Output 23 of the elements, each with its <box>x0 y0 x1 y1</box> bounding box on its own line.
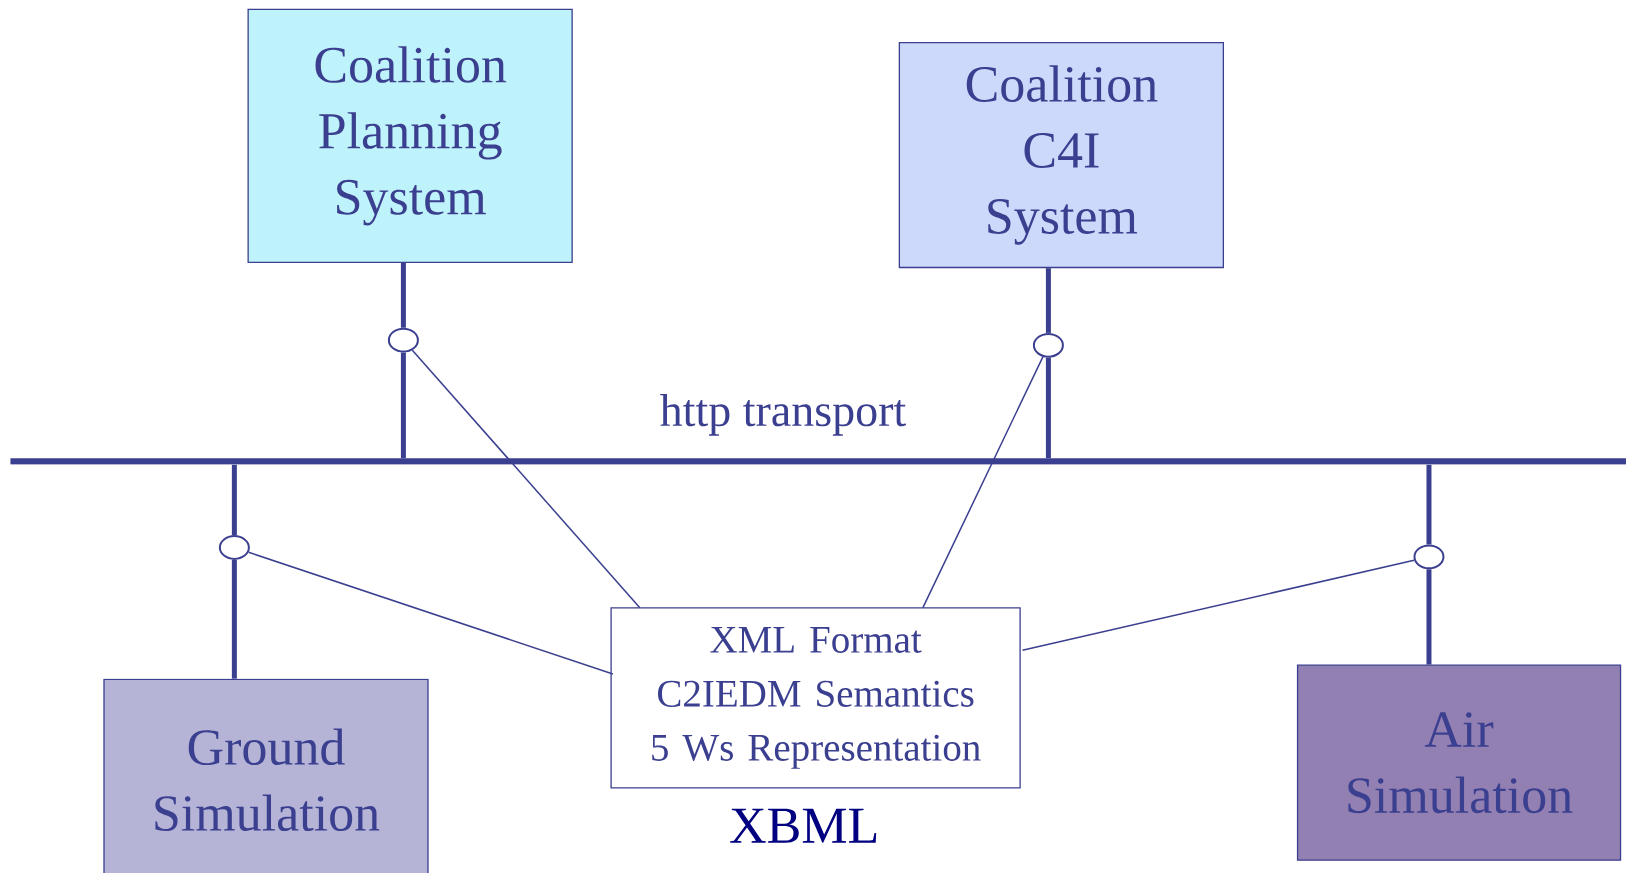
connector-stub <box>1426 569 1432 665</box>
connector-circle <box>218 535 250 560</box>
system-box: Coalition C4I System <box>898 41 1224 269</box>
connector-circle <box>387 327 419 353</box>
connector-line <box>1021 559 1415 651</box>
connector-circle <box>1032 332 1064 358</box>
connector-stub <box>400 352 406 459</box>
connector-circle <box>1413 544 1445 570</box>
system-box: Air Simulation <box>1296 664 1622 861</box>
connector-stub <box>1045 268 1051 333</box>
system-box: Ground Simulation <box>103 678 429 873</box>
connector-stub <box>400 262 406 328</box>
connector-stub <box>231 464 237 536</box>
format-box: XML Format C2IEDM Semantics 5 Ws Representation <box>610 607 1021 789</box>
system-box: Coalition Planning System <box>247 8 573 263</box>
node-label: XBML <box>730 808 877 843</box>
connector-stub <box>231 559 237 679</box>
connector-line <box>247 551 614 675</box>
connector-stub <box>1045 357 1051 459</box>
bus-label: http transport <box>660 393 906 436</box>
connector-line <box>411 349 641 609</box>
connector-line <box>922 356 1044 609</box>
connector-stub <box>1426 464 1432 545</box>
